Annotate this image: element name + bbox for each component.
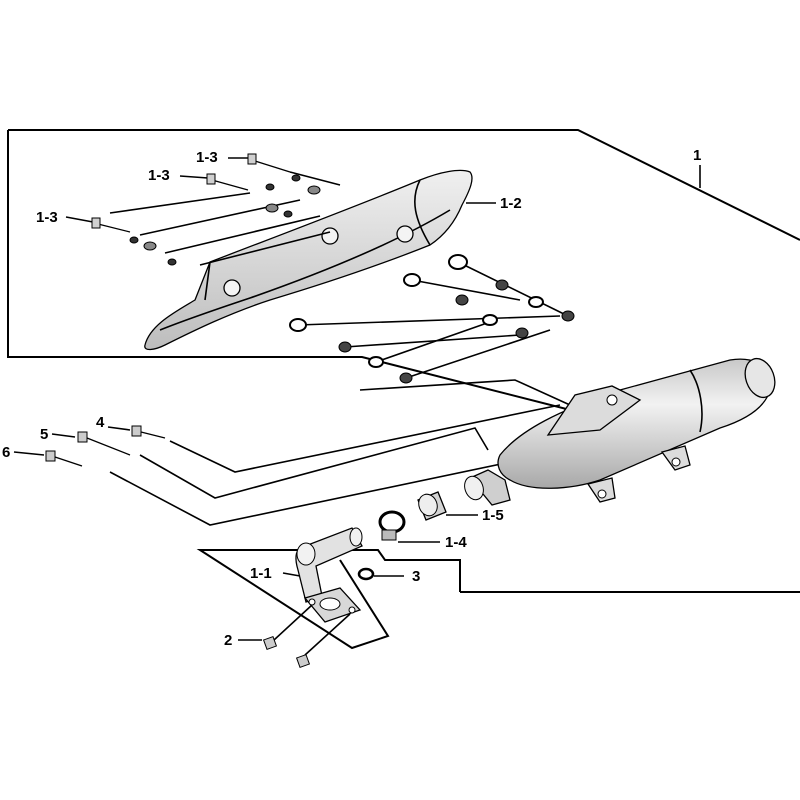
bracket-hole xyxy=(606,394,618,406)
muffler-inlet xyxy=(468,469,511,506)
callout-collar: 1-5 xyxy=(482,507,504,524)
leader-bolt-5 xyxy=(139,427,489,499)
callout-bolt-5: 5 xyxy=(40,426,48,443)
grommet-set xyxy=(289,254,575,384)
callout-gasket: 3 xyxy=(412,568,420,585)
shield-mount-hole xyxy=(223,279,241,297)
pipe-subframe-outline xyxy=(196,549,461,650)
muffler xyxy=(464,357,776,506)
bolt-1-3-left xyxy=(65,216,131,233)
callout-stud: 2 xyxy=(224,632,232,649)
bolt-5 xyxy=(51,431,131,456)
callout-assembly: 1 xyxy=(693,147,701,164)
callout-bolt-6: 6 xyxy=(2,444,10,461)
shield-mount-hole xyxy=(396,225,414,243)
exhaust-pipe-1-1 xyxy=(295,527,363,623)
callout-bolt-1-3: 1-3 xyxy=(196,149,218,166)
collar-1-5 xyxy=(417,491,478,521)
heat-shield xyxy=(144,169,473,351)
bolt-4 xyxy=(107,425,166,439)
assembly-frame-outline xyxy=(8,129,800,241)
callout-gasket-clamp: 1-4 xyxy=(445,534,467,551)
heat-shield-fold xyxy=(204,179,431,301)
leader-bolt-6 xyxy=(109,459,521,526)
stud-2 xyxy=(238,604,351,669)
callout-bolt-4: 4 xyxy=(96,414,105,431)
shield-mount-hole xyxy=(321,227,339,245)
bolt-6 xyxy=(13,450,83,467)
callout-bolt-1-3: 1-3 xyxy=(148,167,170,184)
bolt-1-3-top xyxy=(228,153,341,186)
washer-chain-upper xyxy=(109,174,331,266)
leader-bolt-4 xyxy=(169,404,561,473)
bolt-1-3-middle xyxy=(179,173,249,191)
callout-bolt-1-3: 1-3 xyxy=(36,209,58,226)
leader-bolt-4-upper xyxy=(359,379,571,406)
leader-pipe-1-1 xyxy=(282,572,301,577)
callout-heat-shield: 1-2 xyxy=(500,195,522,212)
gasket-clamp-1-4 xyxy=(378,510,440,543)
callout-pipe-1-1: 1-1 xyxy=(250,565,272,582)
gasket-3 xyxy=(357,567,375,581)
assembly-frame-outline-left xyxy=(7,130,591,416)
